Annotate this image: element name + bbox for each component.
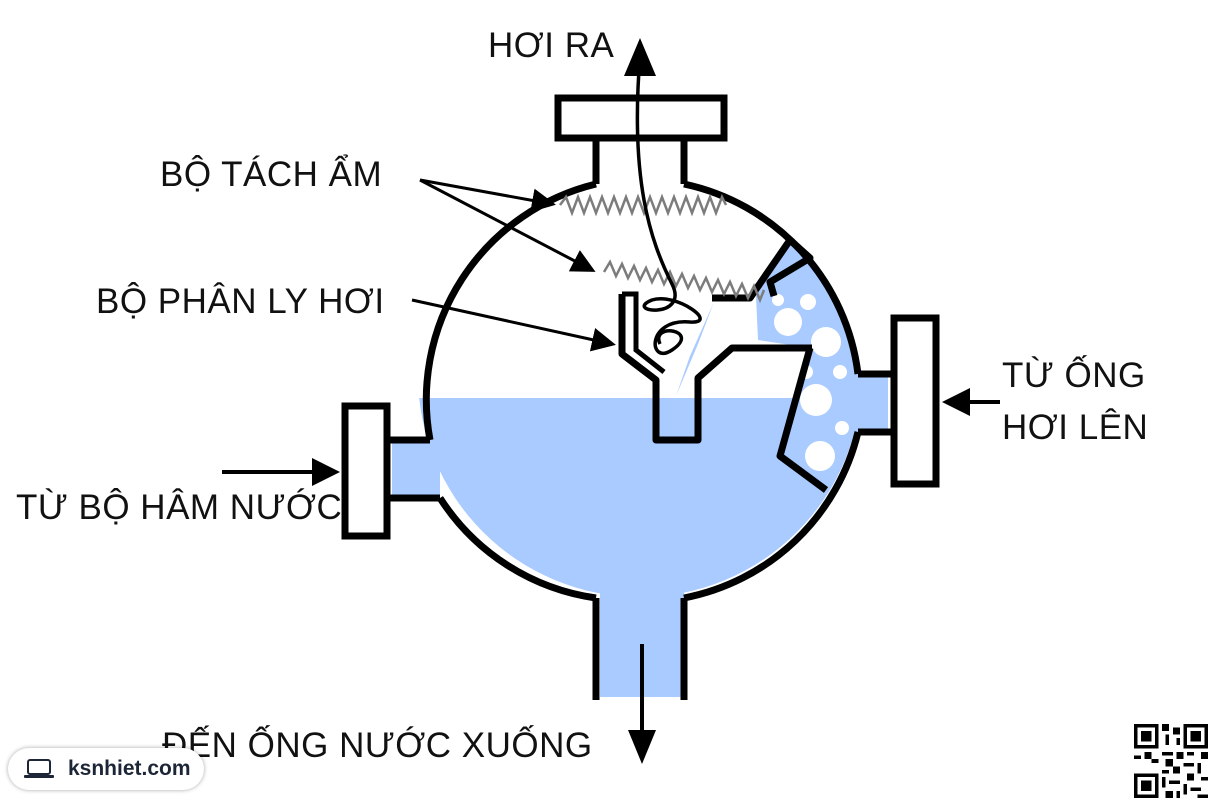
steam-bubbles <box>736 294 849 471</box>
label-to-downcomer: ĐẾN ỐNG NƯỚC XUỐNG <box>162 726 593 765</box>
website-badge[interactable]: ksnhiet.com <box>8 748 204 790</box>
label-pointers <box>411 178 616 352</box>
steam-out-arrowhead <box>624 38 656 76</box>
right-flange <box>890 314 940 488</box>
label-steam-separator: BỘ PHÂN LY HƠI <box>96 282 385 321</box>
flow-arrows <box>222 388 1000 764</box>
website-link[interactable]: ksnhiet.com <box>68 757 191 780</box>
label-from-riser-line1: TỪ ỐNG <box>1002 356 1146 395</box>
separator-left-wall <box>622 291 666 374</box>
qr-code-icon <box>1134 724 1208 798</box>
steam-separator-cup <box>618 294 812 444</box>
separator-vortex-gap <box>676 302 714 396</box>
left-flange <box>341 402 391 540</box>
steam-swirl-path <box>635 55 702 355</box>
label-steam-out: HƠI RA <box>488 26 615 65</box>
riser-baffle <box>712 236 829 493</box>
moisture-separator-mesh <box>559 193 766 304</box>
label-from-economizer: TỪ BỘ HÂM NƯỚC <box>16 488 343 527</box>
laptop-icon <box>24 759 54 778</box>
top-flange <box>554 94 728 142</box>
label-from-riser-line2: HƠI LÊN <box>1002 408 1149 447</box>
label-moisture-separator: BỘ TÁCH ẨM <box>160 155 383 194</box>
